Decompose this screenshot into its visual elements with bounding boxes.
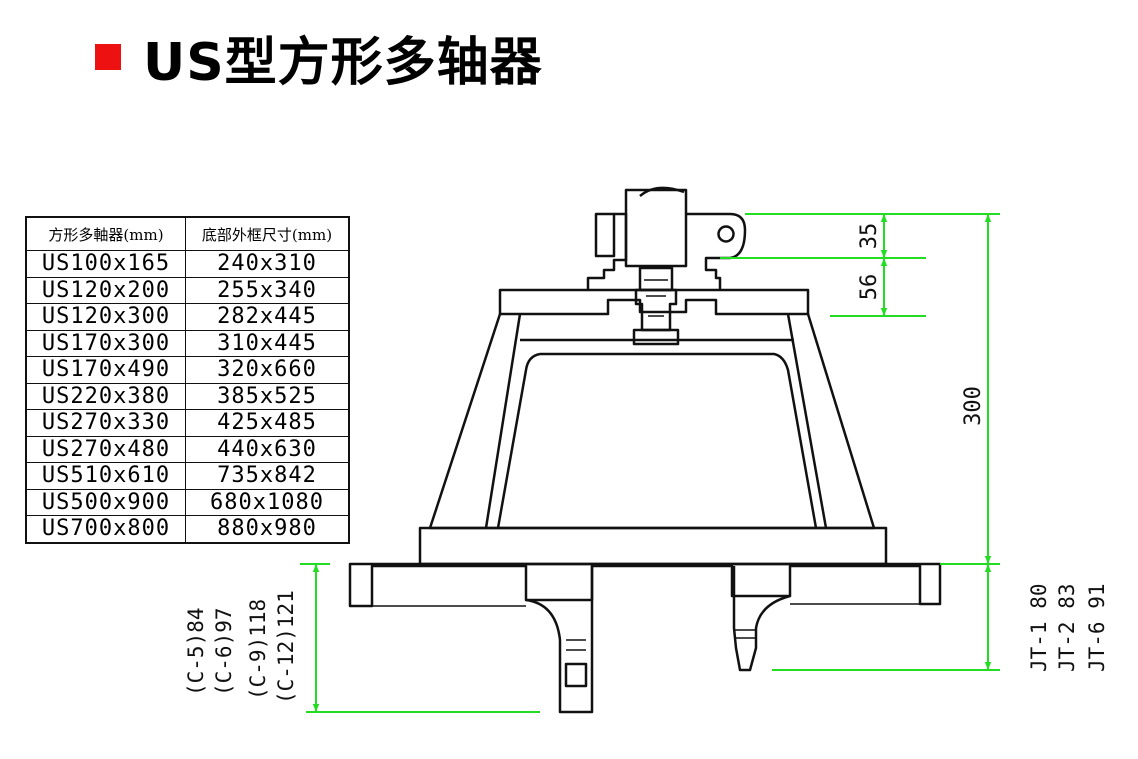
cell-base-size: 385x525 (185, 382, 350, 410)
lug-eye-icon (717, 225, 735, 243)
clamp-left-outer (594, 212, 616, 258)
cell-base-size: 425x485 (185, 409, 350, 437)
base-block (418, 526, 888, 566)
frame-window-left (496, 352, 541, 529)
cell-model: US120x200 (25, 276, 186, 304)
cell-base-size: 680x1080 (185, 488, 350, 516)
cell-model: US500x900 (25, 488, 186, 516)
cell-model: US270x480 (25, 435, 186, 463)
page-title: US型方形多轴器 (143, 32, 543, 93)
bottom-flange (348, 562, 942, 608)
frame-outer-left (428, 313, 502, 529)
cell-model: US510x610 (25, 462, 186, 490)
dim-label-56: 56 (857, 274, 882, 301)
cell-base-size: 282x445 (185, 303, 350, 331)
header-model: 方形多軸器(mm) (25, 216, 186, 251)
coupling-upper (638, 266, 674, 292)
cell-base-size: 440x630 (185, 435, 350, 463)
cell-model: US100x165 (25, 250, 186, 278)
cell-base-size: 310x445 (185, 329, 350, 357)
left-spindle-chuck (564, 662, 588, 688)
cell-model: US170x490 (25, 356, 186, 384)
right-label-jt2: JT-2 83 (1055, 583, 1079, 672)
header-base-size: 底部外框尺寸(mm) (185, 216, 350, 251)
dimension-lines (300, 213, 1000, 713)
cell-model: US220x380 (25, 382, 186, 410)
frame-window-right (540, 352, 818, 529)
right-label-jt1: JT-1 80 (1027, 583, 1051, 672)
right-spindle (732, 566, 791, 672)
spec-table-header-row: 方形多軸器(mm) 底部外框尺寸(mm) (25, 216, 350, 251)
shaft-end-curve (639, 186, 685, 197)
left-spindle (525, 566, 594, 714)
coupling-flange (632, 328, 680, 346)
cell-base-size: 880x980 (185, 515, 350, 543)
left-label-c12: (C-12)121 (274, 590, 298, 704)
right-label-jt6: JT-6 91 (1085, 583, 1109, 672)
clamp-right-lug (686, 212, 747, 290)
dimension-labels: 35 56 300 (C-5)84 (C-6)97 (C-9)118 (C-12… (184, 223, 1109, 704)
clamp-left-step (586, 212, 628, 290)
frame-outer-right (806, 313, 876, 529)
left-label-c5: (C-5)84 (184, 607, 208, 696)
top-plate (498, 288, 810, 316)
dim-label-35: 35 (857, 223, 882, 250)
cell-base-size: 320x660 (185, 356, 350, 384)
cell-base-size: 240x310 (185, 250, 350, 278)
red-square-bullet-icon (95, 44, 121, 70)
multi-spindle-head-drawing (348, 186, 942, 714)
cell-base-size: 255x340 (185, 276, 350, 304)
input-shaft-housing (624, 188, 688, 268)
frame-inner-left (484, 313, 522, 529)
left-label-c9: (C-9)118 (246, 599, 270, 700)
title-block: US型方形多轴器 (95, 22, 543, 93)
frame-inner-right (786, 313, 828, 529)
cell-model: US700x800 (25, 515, 186, 543)
cell-base-size: 735x842 (185, 462, 350, 490)
left-label-c6: (C-6)97 (212, 607, 236, 696)
dim-label-300: 300 (961, 386, 986, 426)
